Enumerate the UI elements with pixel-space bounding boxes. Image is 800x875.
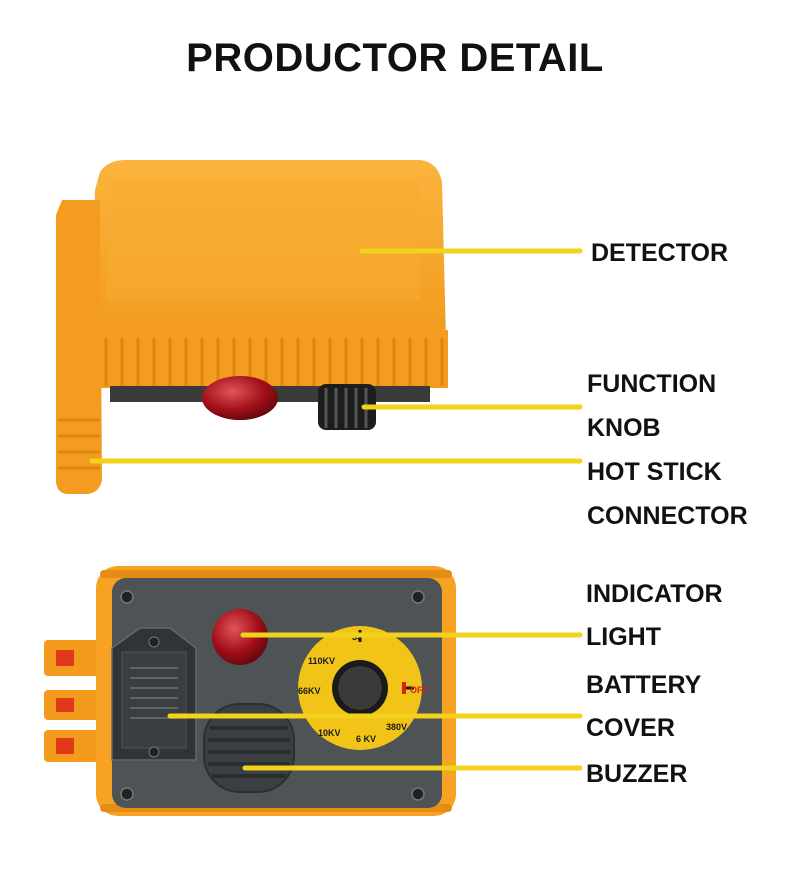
battery-cover [111, 627, 197, 761]
dial-mark: 380V [386, 722, 407, 732]
label-light: LIGHT [586, 623, 661, 651]
label-detector: DETECTOR [591, 239, 729, 267]
detector-top-view [56, 160, 448, 494]
label-battery: BATTERY [586, 671, 702, 699]
dial-mark: 110KV [308, 656, 335, 666]
indicator-light [212, 609, 268, 665]
side-connectors [44, 640, 106, 762]
dial-off-mark: OFF [410, 685, 428, 695]
ribbed-band [90, 330, 448, 388]
label-buzzer: BUZZER [586, 760, 688, 788]
label-knob: KNOB [587, 414, 661, 442]
dial-mark: 66KV [298, 686, 321, 696]
page-title: PRODUCTOR DETAIL [186, 36, 604, 80]
function-dial [298, 626, 422, 750]
detector-bottom-view [44, 566, 456, 816]
label-connector: CONNECTOR [587, 502, 748, 530]
dial-mark: 10KV [318, 728, 341, 738]
indicator-bump [202, 376, 278, 420]
label-cover: COVER [586, 714, 675, 742]
dial-mark: 6 KV [356, 734, 376, 744]
label-function: FUNCTION [587, 370, 717, 398]
hot-stick-arm [56, 200, 102, 494]
function-knob-top [318, 384, 376, 430]
label-hot-stick: HOT STICK [587, 458, 722, 486]
leader-lines [89, 248, 583, 771]
label-indicator: INDICATOR [586, 580, 723, 608]
